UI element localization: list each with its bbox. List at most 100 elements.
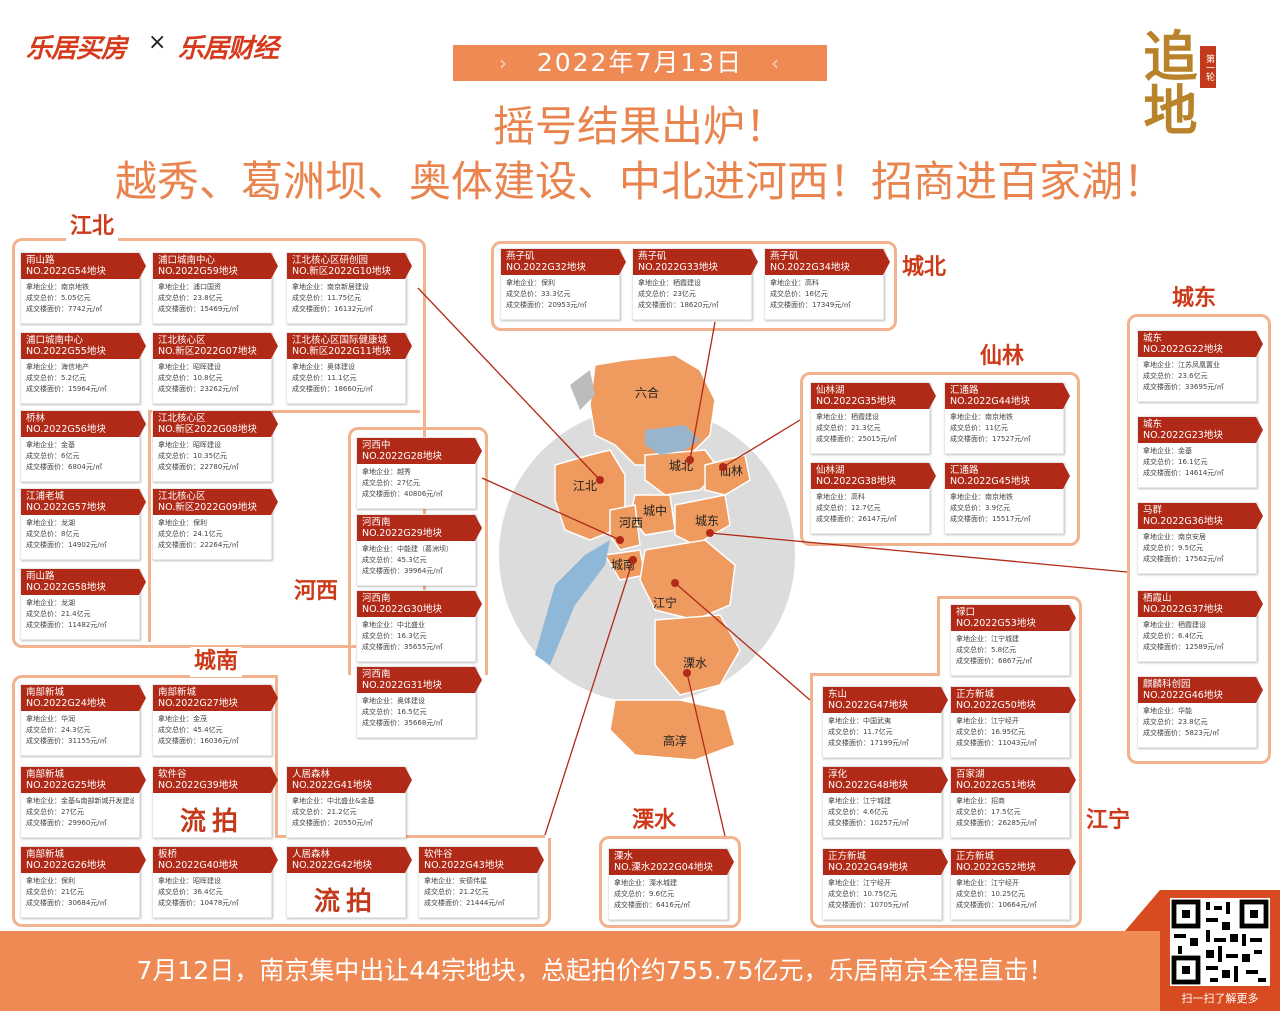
region-label-lishui: 溧水 xyxy=(628,806,681,836)
card-unit-price: 成交楼面价：7742元/㎡ xyxy=(26,305,103,313)
card-body: 拿地企业：华能成交总价：23.8亿元成交楼面价：5823元/㎡ xyxy=(1138,703,1256,742)
card-body: 拿地企业：南京新居建设成交总价：11.75亿元成交楼面价：16132元/㎡ xyxy=(287,279,405,318)
card-company: 拿地企业：南京安居 xyxy=(1143,533,1206,541)
card-company: 拿地企业：南京新居建设 xyxy=(292,283,369,291)
card-area: 东山 xyxy=(828,689,848,700)
card-unit-price: 成交楼面价：23262元/㎡ xyxy=(158,385,239,393)
card-company: 拿地企业：龙湖 xyxy=(26,519,75,527)
card-body: 拿地企业：昭晖建设成交总价：36.4亿元成交楼面价：10478元/㎡ xyxy=(153,873,271,912)
card-unsold-label: 流拍 xyxy=(179,807,244,837)
card-body: 拿地企业：栖霞建设成交总价：23亿元成交楼面价：18620元/㎡ xyxy=(633,275,751,314)
divider xyxy=(275,835,545,838)
card-total-price: 成交总价：8亿元 xyxy=(26,530,80,538)
map-neighbor-area xyxy=(570,370,595,410)
card-area: 淳化 xyxy=(828,769,848,780)
divider xyxy=(275,675,278,838)
card-body: 拿地企业：保利成交总价：24.1亿元成交楼面价：22264元/㎡ xyxy=(153,515,271,554)
card-company: 拿地企业：中能建（葛洲坝） xyxy=(362,545,453,553)
card-lot-number: NO.2022G29地块 xyxy=(362,528,442,539)
card-body: 拿地企业：高科成交总价：16亿元成交楼面价：17349元/㎡ xyxy=(765,275,883,314)
chevron-left-icon: ‹ xyxy=(771,51,781,75)
card-area: 河西南 xyxy=(362,669,391,680)
card-total-price: 成交总价：3.9亿元 xyxy=(950,504,1011,512)
card-lot-number: NO.2022G56地块 xyxy=(26,424,106,435)
card-area: 雨山路 xyxy=(26,255,55,266)
region-label-xianlin: 仙林 xyxy=(976,342,1029,372)
card-unit-price: 成交楼面价：10664元/㎡ xyxy=(956,901,1037,909)
card-company: 拿地企业：溧水城建 xyxy=(614,879,677,887)
card-unit-price: 成交楼面价：20953元/㎡ xyxy=(506,301,587,309)
card-total-price: 成交总价：9.6亿元 xyxy=(614,890,675,898)
card-body: 拿地企业：昭晖建设成交总价：10.35亿元成交楼面价：22780元/㎡ xyxy=(153,437,271,476)
footer-corner xyxy=(1125,890,1160,931)
card-lot-number: NO.2022G41地块 xyxy=(292,780,372,791)
card-unit-price: 成交楼面价：10478元/㎡ xyxy=(158,899,239,907)
card-company: 拿地企业：中国武夷 xyxy=(828,717,891,725)
card-total-price: 成交总价：21亿元 xyxy=(26,888,84,896)
card-company: 拿地企业：高科 xyxy=(816,493,865,501)
card-lot-number: NO.2022G47地块 xyxy=(828,700,908,711)
card-lot-number: NO.2022G55地块 xyxy=(26,346,106,357)
card-unit-price: 成交楼面价：14902元/㎡ xyxy=(26,541,107,549)
card-total-price: 成交总价：23.8亿元 xyxy=(158,294,223,302)
date-text: 2022年7月13日 xyxy=(536,48,744,77)
card-unit-price: 成交楼面价：35668元/㎡ xyxy=(362,719,443,727)
card-body: 拿地企业：龙湖成交总价：8亿元成交楼面价：14902元/㎡ xyxy=(21,515,139,554)
card-company: 拿地企业：金基 xyxy=(1143,447,1192,455)
map-label-liuhe: 六合 xyxy=(635,385,659,400)
card-unit-price: 成交楼面价：10257元/㎡ xyxy=(828,819,909,827)
zhuidi-seal: 追地 第一轮 xyxy=(1134,28,1238,148)
card-total-price: 成交总价：11.7亿元 xyxy=(828,728,893,736)
card-lot-number: NO.2022G25地块 xyxy=(26,780,106,791)
card-area: 汇通路 xyxy=(950,465,979,476)
card-unit-price: 成交楼面价：17199元/㎡ xyxy=(828,739,909,747)
card-total-price: 成交总价：33.3亿元 xyxy=(506,290,571,298)
card-unit-price: 成交楼面价：18620元/㎡ xyxy=(638,301,719,309)
map-svg: 六合 江北 城北 仙林 城中 城东 河西 城南 江宁 溧水 高淳 xyxy=(499,354,795,761)
map-label-hexi: 河西 xyxy=(619,516,643,530)
region-xianlin-frame xyxy=(800,372,1080,546)
region-label-chengnan: 城南 xyxy=(190,647,243,677)
region-label-chengbei: 城北 xyxy=(898,253,951,283)
region-chengbei-frame xyxy=(491,241,897,331)
card-area: 禄口 xyxy=(956,607,976,618)
card-area: 人居森林 xyxy=(292,849,331,860)
card-total-price: 成交总价：21.2亿元 xyxy=(292,808,357,816)
card-company: 拿地企业：栖霞建设 xyxy=(638,279,701,287)
card-company: 拿地企业：江宁经开 xyxy=(956,717,1019,725)
card-company: 拿地企业：越秀 xyxy=(362,468,411,476)
card-area: 正方新城 xyxy=(956,851,995,862)
qr-code[interactable] xyxy=(1170,898,1270,986)
card-lot-number: NO.2022G27地块 xyxy=(158,698,238,709)
footer-banner: 7月12日，南京集中出让44宗地块，总起拍价约755.75亿元，乐居南京全程直击… xyxy=(0,931,1160,1011)
card-lot-number: NO.新区2022G10地块 xyxy=(292,266,391,277)
card-total-price: 成交总价：11.1亿元 xyxy=(292,374,357,382)
card-unit-price: 成交楼面价：25015元/㎡ xyxy=(816,435,897,443)
